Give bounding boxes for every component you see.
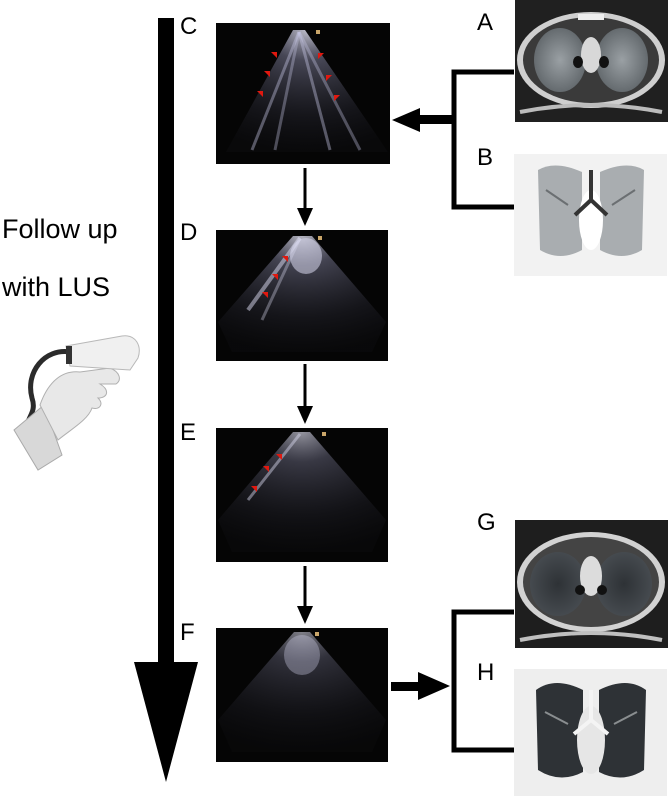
ultrasound-probe-hand-icon [13,335,140,471]
panel-label-h: H [477,659,494,686]
ct-panel-b [514,154,667,276]
bracket-gh [391,609,514,753]
panel-label-e: E [180,419,196,446]
ct-panel-g [515,520,668,648]
ultrasound-panel-d [216,230,388,361]
timeline-arrow [134,18,198,782]
ultrasound-panel-e [216,428,388,562]
ct-panel-a [515,0,668,122]
ultrasound-panel-f [216,628,388,762]
red-arrow-icon [245,454,282,492]
panel-label-g: G [477,509,496,536]
bracket-ab [392,69,514,210]
flow-arrows [297,168,313,624]
ultrasound-panel-c [216,23,390,164]
panel-label-a: A [477,9,493,36]
follow-up-label-line2: with LUS [1,272,110,302]
red-arrow-icon [251,52,346,101]
ct-panel-h [514,669,667,796]
panel-label-c: C [180,13,197,40]
follow-up-label-line1: Follow up [2,214,118,244]
panel-label-d: D [180,219,197,246]
panel-label-f: F [180,619,195,646]
panel-label-b: B [477,144,493,171]
red-arrow-icon [256,256,288,298]
